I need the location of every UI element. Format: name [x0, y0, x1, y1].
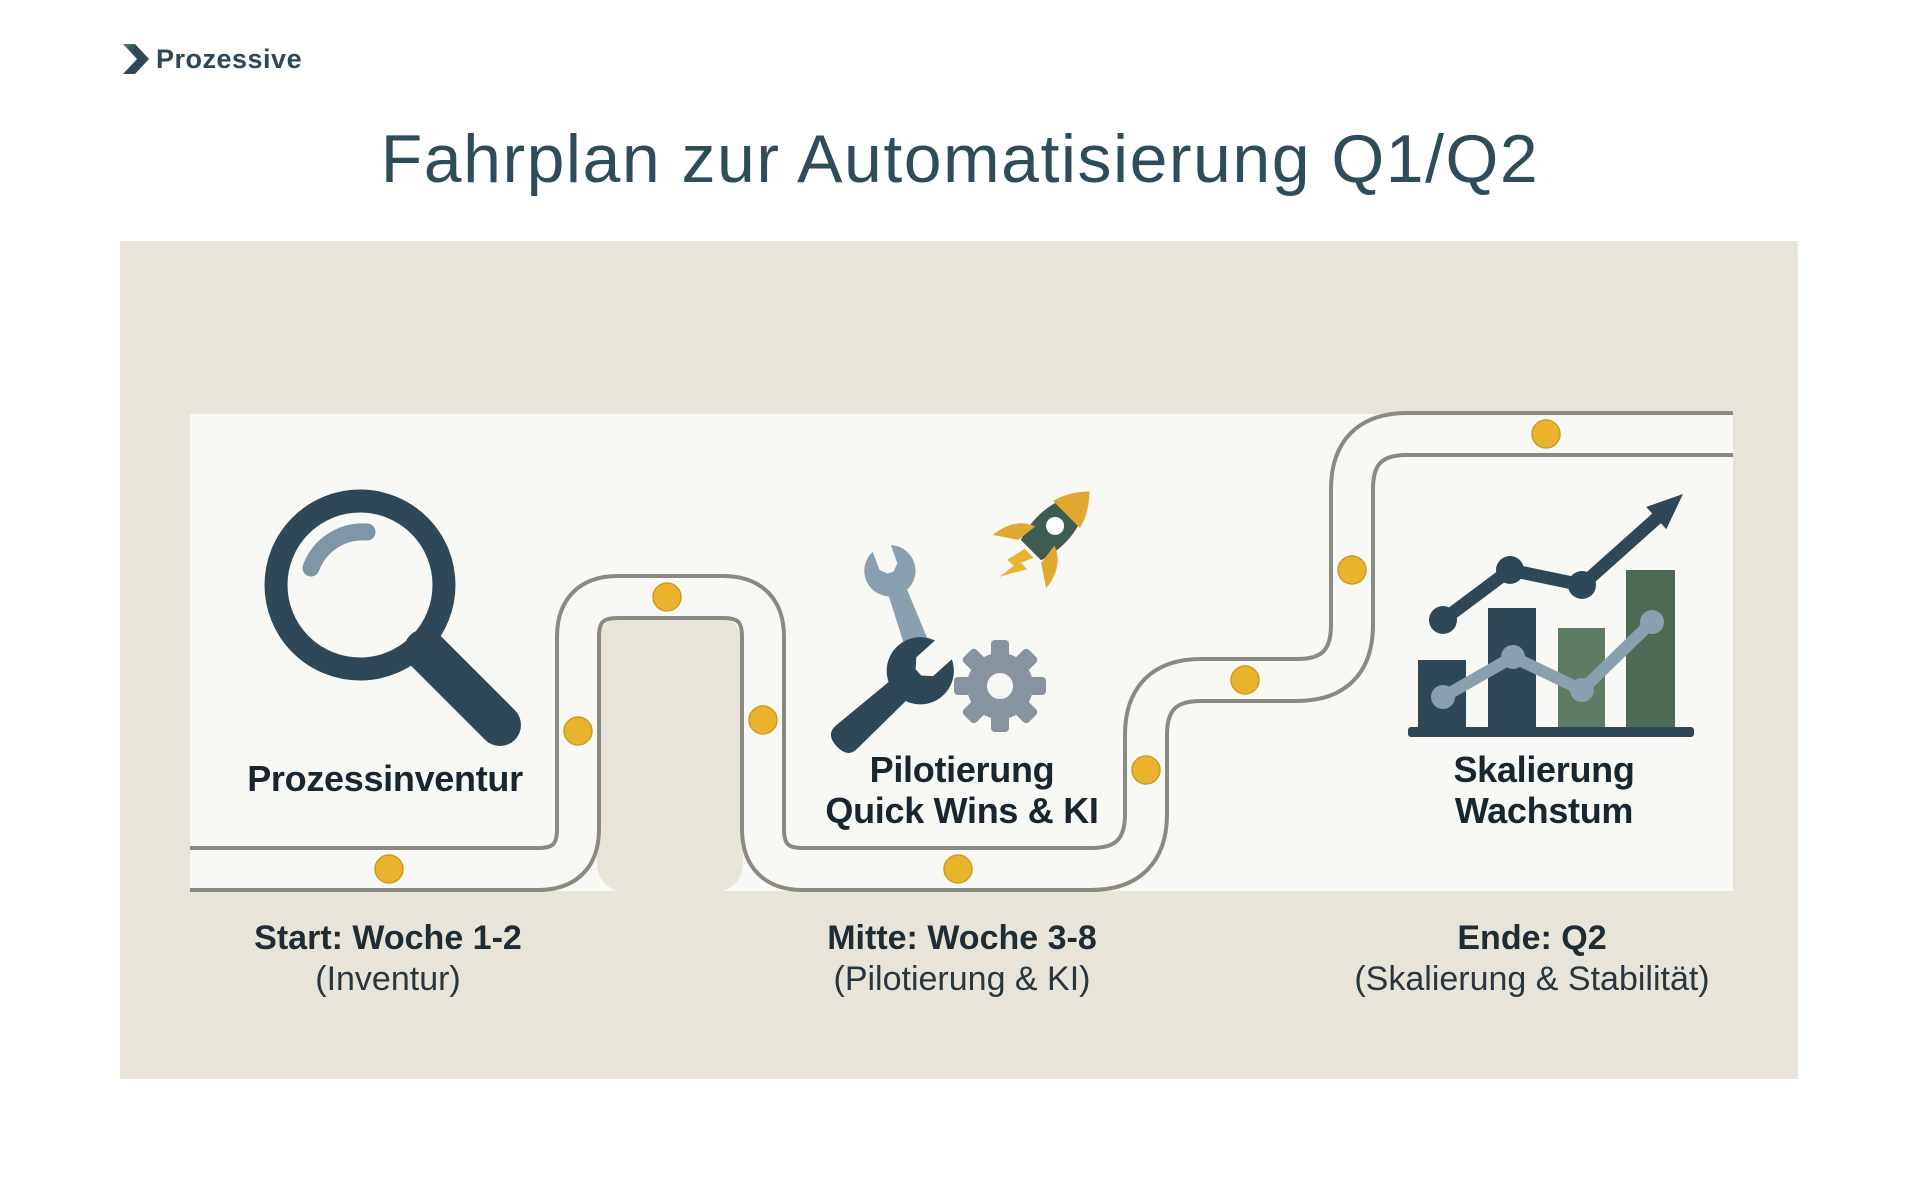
stage-label-line1: Prozessinventur: [247, 758, 523, 799]
stage-label-pilotierung: Pilotierung Quick Wins & KI: [782, 749, 1142, 831]
brand-name: Prozessive: [156, 44, 303, 74]
stage-label-line2: Quick Wins & KI: [825, 790, 1099, 831]
gear-icon: [954, 640, 1046, 732]
roadmap-panel: Prozessinventur Pilotierung Quick Wins &…: [120, 241, 1798, 1079]
stage-label-prozessinventur: Prozessinventur: [205, 758, 565, 799]
milestone-dot: [1230, 665, 1260, 695]
milestone-title: Ende: Q2: [1457, 919, 1607, 957]
milestone-dot: [374, 854, 404, 884]
milestone-dot: [1337, 555, 1367, 585]
milestone-dot: [943, 854, 973, 884]
milestone-detail: (Inventur): [315, 960, 461, 998]
milestone-title: Start: Woche 1-2: [254, 919, 522, 957]
milestone-title: Mitte: Woche 3-8: [827, 919, 1097, 957]
roadmap-canvas: [190, 411, 1733, 892]
growth-chart-icon: [1408, 494, 1694, 737]
milestone-dots: [374, 419, 1561, 884]
rocket-icon: [992, 491, 1090, 589]
wrench-dark-icon: [830, 637, 954, 753]
milestone-dot: [1131, 755, 1161, 785]
road-path-surface: [190, 415, 1733, 888]
milestone-detail: (Pilotierung & KI): [833, 960, 1091, 998]
page-title: Fahrplan zur Automatisierung Q1/Q2: [380, 121, 1540, 197]
milestone-caption-start: Start: Woche 1-2 (Inventur): [208, 917, 568, 999]
brand-chevron-icon: [123, 44, 149, 74]
stage-label-line1: Skalierung: [1453, 749, 1635, 790]
milestone-caption-ende: Ende: Q2 (Skalierung & Stabilität): [1332, 917, 1732, 999]
stage-label-skalierung: Skalierung Wachstum: [1364, 749, 1724, 831]
milestone-dot: [652, 582, 682, 612]
brand-logo: Prozessive: [120, 42, 302, 76]
road-arch-interior: [597, 616, 743, 892]
milestone-caption-mitte: Mitte: Woche 3-8 (Pilotierung & KI): [782, 917, 1142, 999]
milestone-dot: [1531, 419, 1561, 449]
milestone-dot: [563, 716, 593, 746]
milestone-dot: [748, 705, 778, 735]
trend-arrowhead: [1646, 494, 1683, 530]
stage-label-line1: Pilotierung: [869, 749, 1055, 790]
wrench-light-icon: [864, 545, 929, 653]
stage-label-line2: Wachstum: [1454, 790, 1634, 831]
milestone-detail: (Skalierung & Stabilität): [1354, 960, 1710, 998]
magnifier-icon: [264, 489, 521, 746]
